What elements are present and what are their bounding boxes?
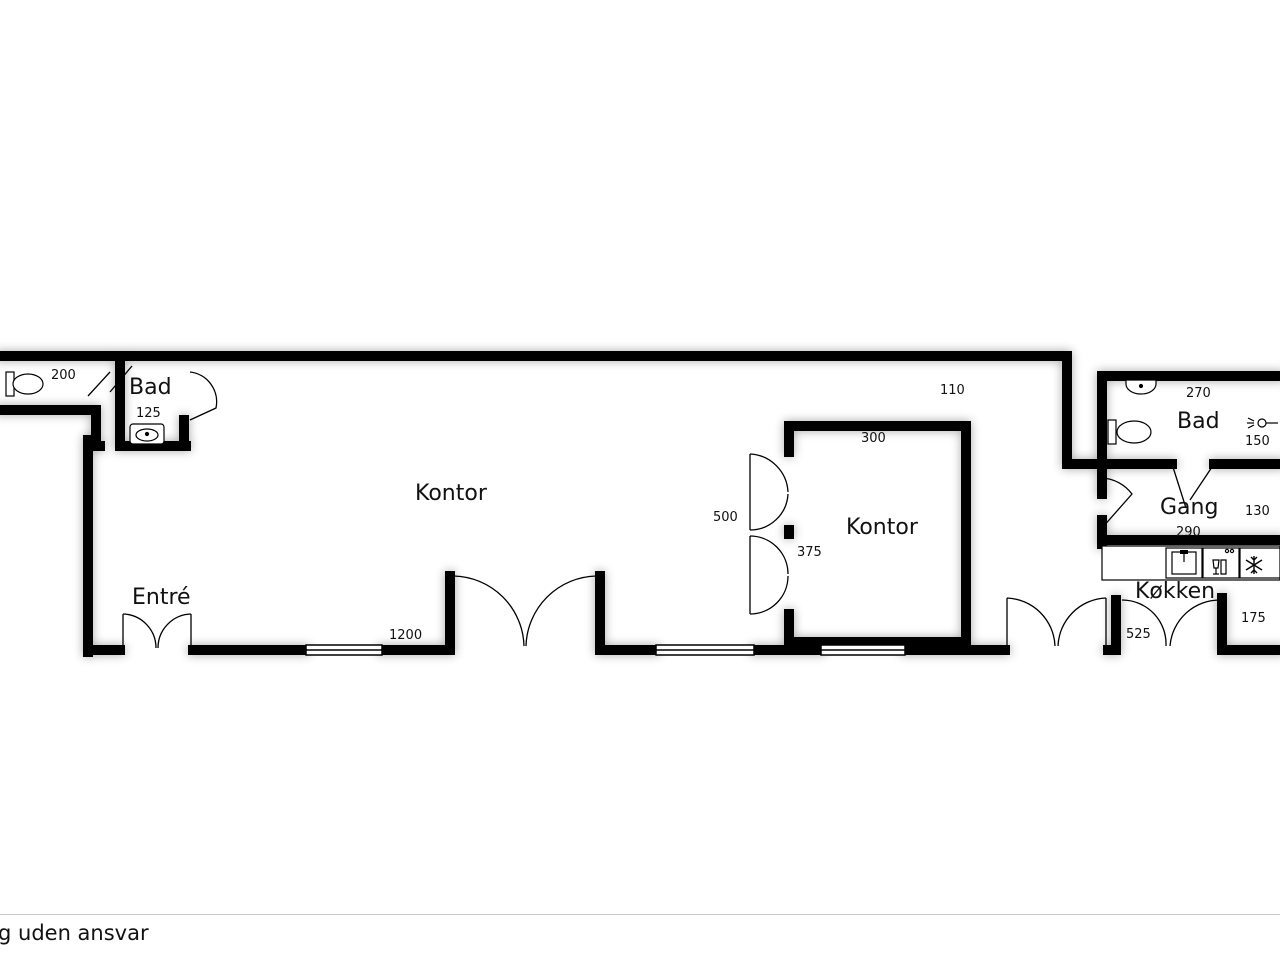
dimension-label: 525 [1126,627,1151,642]
room-label-kontor-office: Kontor [846,515,919,540]
room-label-kontor-main: Kontor [415,481,488,506]
bad-left-door [87,365,218,421]
fixtures [5,371,1280,581]
doors [87,365,1221,650]
wall-top [0,351,1107,469]
entry-door [122,613,192,650]
footer-disclaimer: g uden ansvar [0,921,149,945]
room-label-gang: Gang [1160,495,1218,520]
kokken-door [1121,599,1221,647]
wall-office [784,421,971,647]
main-double-door [453,574,597,647]
windows [305,644,906,656]
sink-icon [1180,550,1188,554]
dimension-label: 500 [713,510,738,525]
toilet-icon [1107,419,1152,445]
freezer-icon [1245,556,1263,574]
dimension-label: 175 [1241,611,1266,626]
office-door [749,453,789,615]
dimension-label: 150 [1245,434,1270,449]
footer-divider [0,914,1280,915]
sink-icon [1125,379,1157,395]
dimension-label: 300 [861,431,886,446]
room-label-bad-right: Bad [1177,409,1220,434]
dimension-label: 375 [797,545,822,560]
dimension-label: 1200 [389,628,422,643]
dimension-label: 125 [136,406,161,421]
walls [0,351,1280,657]
room-labels: Bad Kontor Entré Kontor Bad Gang Køkken [129,375,1220,610]
wall-left-annex [0,405,101,657]
toilet-icon [5,371,44,397]
dimension-label: 270 [1186,386,1211,401]
dimension-label: 110 [940,383,965,398]
dimension-label: 290 [1176,525,1201,540]
shower-icon [1247,417,1278,429]
dimension-labels: 200 125 110 1200 300 500 375 270 150 290… [51,368,1270,643]
room-label-bad-left: Bad [129,375,172,400]
room-label-kokken: Køkken [1135,579,1215,604]
dimension-label: 200 [51,368,76,383]
outer-double-door-right [1006,597,1107,650]
bad-right-door [1171,463,1215,509]
sink-icon [129,423,165,445]
room-label-entre: Entré [132,585,191,610]
dimension-label: 130 [1245,504,1270,519]
dishwasher-icon [1212,548,1235,575]
gang-door [1101,477,1133,529]
wall-annex-right [1097,371,1280,499]
